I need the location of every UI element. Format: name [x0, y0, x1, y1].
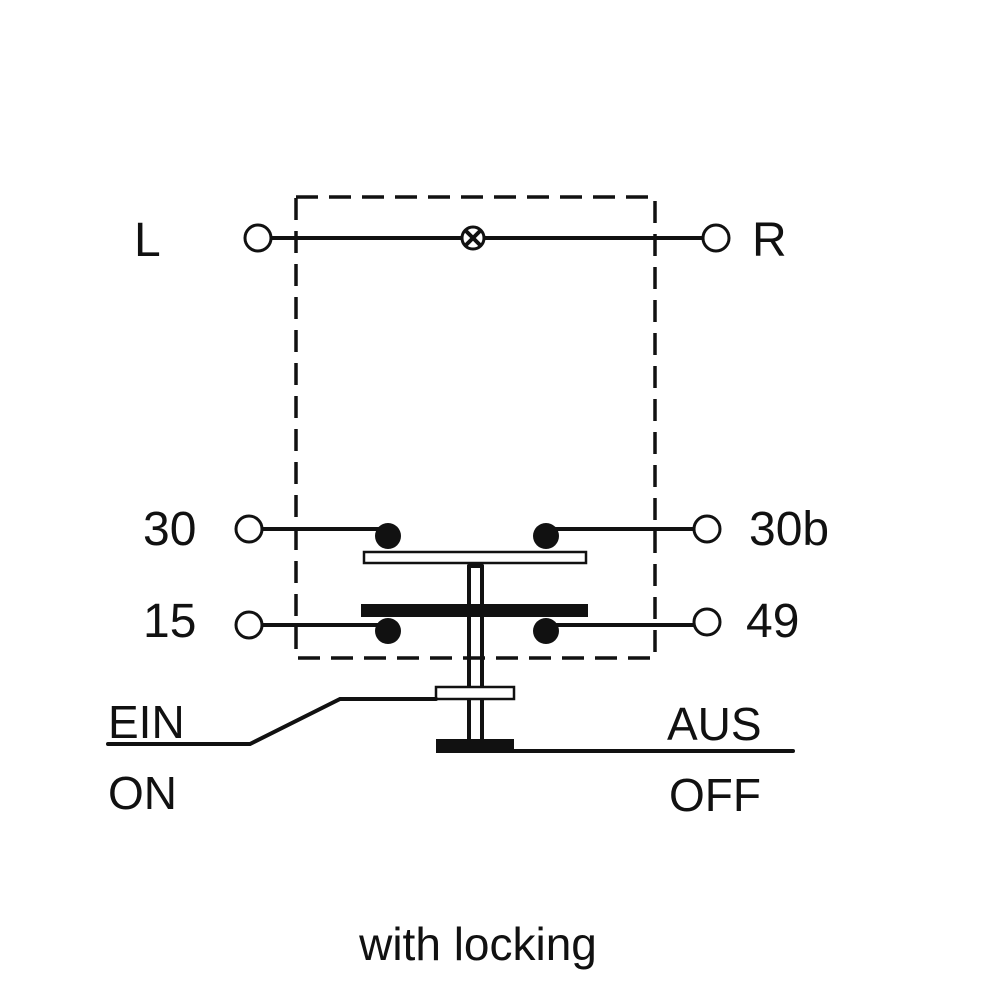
terminal-R-circle: [701, 223, 731, 253]
terminal-R-label: R: [752, 214, 787, 267]
terminal-30b-circle: [692, 514, 722, 544]
state-on-de-label: EIN: [108, 696, 185, 748]
contact-49-dot: [533, 618, 559, 644]
terminal-30-label: 30: [143, 503, 196, 556]
terminal-L-label: L: [134, 214, 161, 267]
contact-15-dot: [375, 618, 401, 644]
switch-housing-dashed-box: [294, 195, 657, 660]
contact-30-dot: [375, 523, 401, 549]
caption: with locking: [358, 918, 597, 970]
terminal-30-circle: [234, 514, 264, 544]
terminal-30b-label: 30b: [749, 503, 829, 556]
locking-latch: [434, 685, 516, 701]
terminal-15-circle: [234, 610, 264, 640]
terminal-49-label: 49: [746, 595, 799, 648]
terminal-L-circle: [243, 223, 273, 253]
on-leader-line: [106, 697, 438, 746]
indicator-lamp-icon: [460, 225, 486, 251]
upper-contact-bar: [362, 550, 588, 565]
terminal-15-label: 15: [143, 595, 196, 648]
state-on-en-label: ON: [108, 767, 177, 819]
state-off-en-label: OFF: [669, 769, 761, 821]
plunger-base: [436, 739, 514, 753]
state-off-de-label: AUS: [667, 698, 762, 750]
contact-30b-dot: [533, 523, 559, 549]
lower-contact-bar: [361, 604, 588, 617]
terminal-49-circle: [692, 607, 722, 637]
